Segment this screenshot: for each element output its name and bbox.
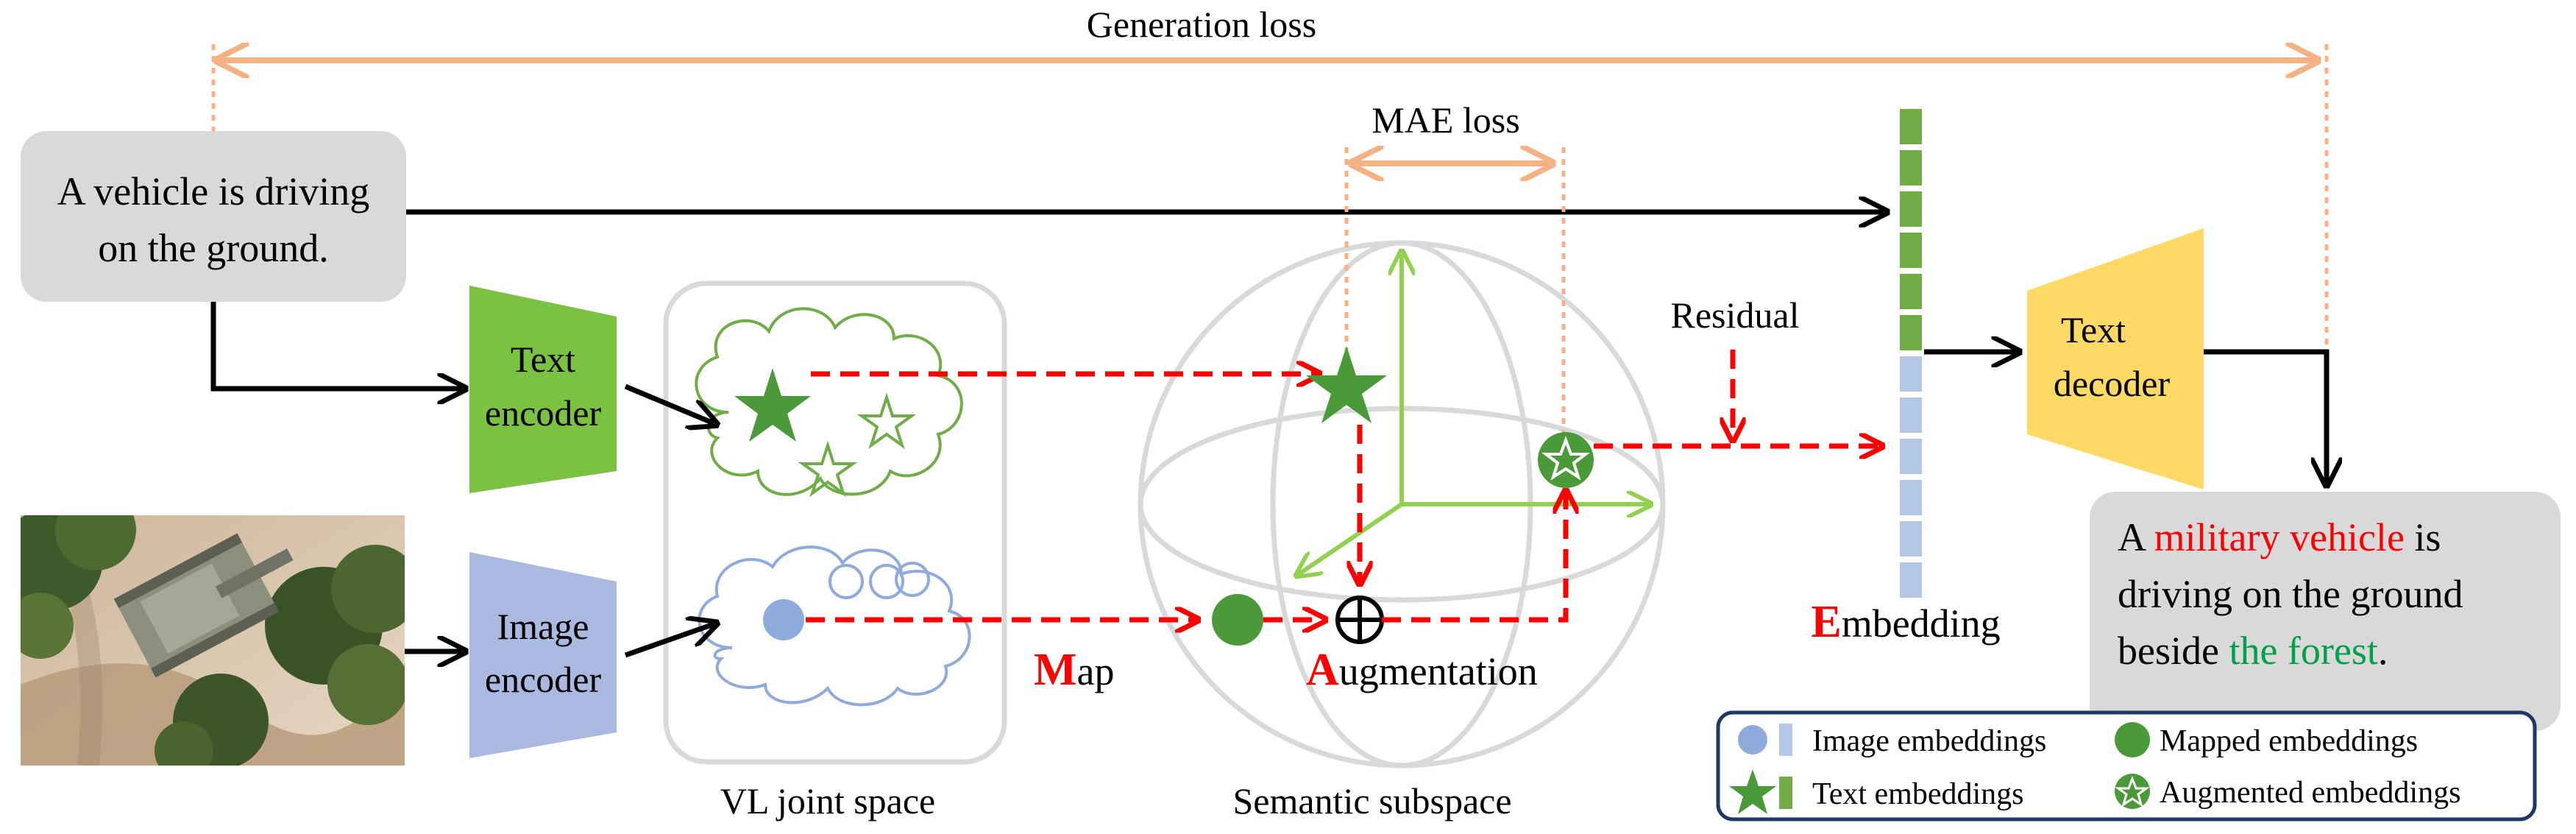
vl-joint-space-label: VL joint space <box>720 780 936 821</box>
embedding-label-initial: E <box>1811 597 1841 647</box>
legend-augmented-icon <box>2115 774 2150 809</box>
image-encoder-to-cloud-arrow <box>624 624 714 658</box>
residual-label: Residual <box>1671 294 1800 336</box>
output-caption-line1-c: is <box>2405 515 2441 559</box>
legend-augmented-embeddings: Augmented embeddings <box>2160 776 2460 810</box>
mapped-embedding-dot-icon <box>1212 594 1263 646</box>
image-cloud-circle-2 <box>869 564 904 599</box>
embedding-vector <box>1900 109 1922 598</box>
text-decoder-line1: Text <box>2061 309 2126 350</box>
augmented-star-outline <box>1541 436 1590 481</box>
embedding-label-rest: mbedding <box>1842 601 2001 646</box>
text-decoder-line2: decoder <box>2054 363 2171 404</box>
map-label-initial: M <box>1034 645 1077 695</box>
legend-image-bar-icon <box>1779 724 1792 756</box>
embedding-label: Embedding <box>1811 597 2000 647</box>
subspace-text-star-icon <box>1306 346 1387 423</box>
output-caption-box <box>2090 492 2561 731</box>
axis-z <box>1299 502 1403 574</box>
caption-to-text-encoder-arrow <box>210 302 462 389</box>
augmented-embedding-icon <box>1538 432 1594 488</box>
legend-image-embeddings: Image embeddings <box>1812 724 2046 758</box>
augmentation-to-augmented-arrow <box>1382 493 1566 623</box>
augmentation-label: Augmentation <box>1306 645 1538 695</box>
output-caption-highlight-forest: the forest <box>2229 629 2377 673</box>
image-encoder-block <box>469 552 617 758</box>
output-caption-line3-a: beside <box>2118 629 2229 673</box>
text-encoder-line2: encoder <box>485 392 602 434</box>
generation-loss-label: Generation loss <box>1087 4 1316 45</box>
image-embedding-dot-icon <box>763 599 804 640</box>
mae-loss-label: MAE loss <box>1372 99 1519 141</box>
input-caption-line2: on the ground. <box>98 226 328 270</box>
decoder-to-output-arrow <box>2204 349 2327 482</box>
legend-mapped-embeddings: Mapped embeddings <box>2160 724 2418 758</box>
legend-mapped-dot-icon <box>2115 722 2150 757</box>
map-label: Map <box>1034 645 1115 695</box>
augmented-text-star-icon-1 <box>856 392 917 450</box>
text-encoder-line1: Text <box>511 339 575 380</box>
output-caption-highlight-vehicle: military vehicle <box>2154 515 2405 559</box>
text-encoder-to-cloud-arrow <box>624 384 714 423</box>
input-image <box>21 515 405 766</box>
image-encoder-line2: encoder <box>485 659 602 700</box>
text-embedding-cloud <box>695 307 963 496</box>
legend-text-star-icon <box>1729 769 1776 814</box>
vl-joint-space-box <box>663 280 1007 765</box>
map-label-rest: ap <box>1077 649 1115 693</box>
image-cloud-circle-1 <box>828 564 864 599</box>
legend-image-dot-icon <box>1738 725 1767 755</box>
legend-box <box>1716 710 2537 821</box>
legend-text-embeddings: Text embeddings <box>1812 777 2024 811</box>
output-caption-line1: A military vehicle is <box>2118 515 2441 559</box>
input-caption-line1: A vehicle is driving <box>57 169 369 213</box>
augmentation-label-initial: A <box>1306 645 1339 695</box>
text-encoder-block <box>469 286 617 493</box>
augmentation-label-rest: ugmentation <box>1339 649 1538 693</box>
output-caption-line3: beside the forest. <box>2118 629 2388 673</box>
legend-text-bar-icon <box>1779 777 1792 809</box>
text-decoder-block <box>2027 228 2204 490</box>
text-embedding-star-icon <box>734 368 811 442</box>
image-encoder-line1: Image <box>497 606 589 647</box>
output-caption-line3-c: . <box>2378 629 2388 673</box>
legend-augmented-star-outline <box>2115 775 2150 808</box>
input-caption-box <box>21 131 406 302</box>
output-caption-line1-a: A <box>2118 515 2154 559</box>
image-cloud-circle-3 <box>895 562 930 597</box>
augmented-text-star-icon-2 <box>798 440 858 498</box>
output-caption-line2: driving on the ground <box>2118 572 2463 616</box>
semantic-subspace-label: Semantic subspace <box>1232 780 1511 821</box>
